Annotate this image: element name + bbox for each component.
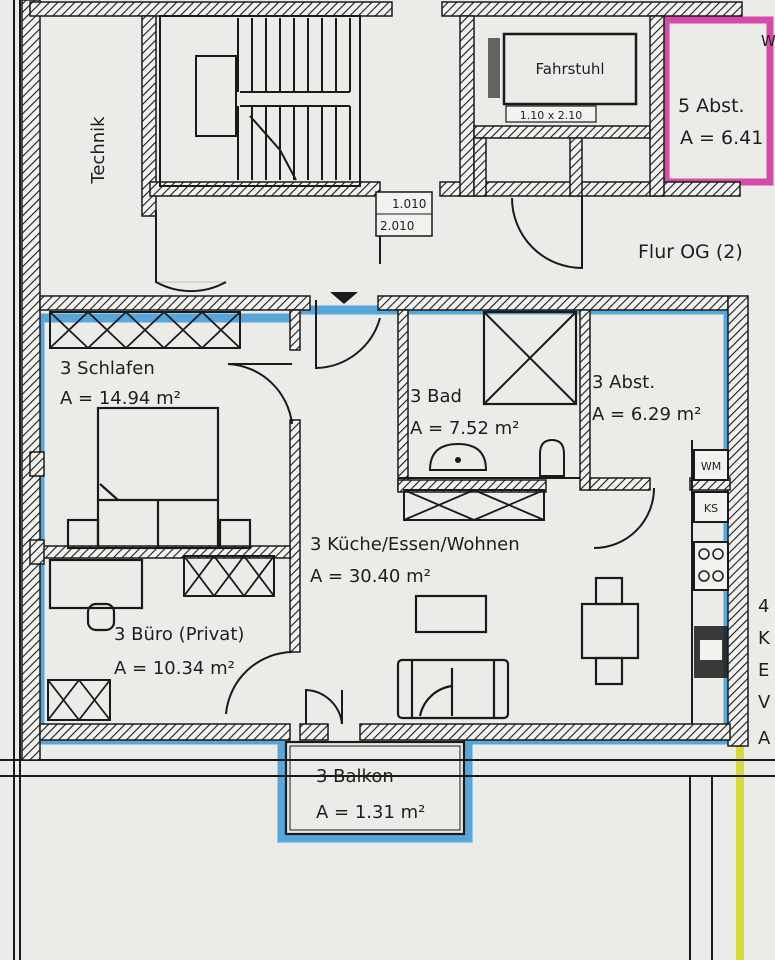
balkon-name: 3 Balkon (316, 766, 394, 787)
abst3-name: 3 Abst. (592, 372, 655, 393)
balcony (284, 740, 466, 836)
windows (47, 311, 545, 721)
fahrstuhl-size: 1.10 x 2.10 (520, 109, 583, 122)
right-fragment-1: K (758, 628, 771, 649)
furniture: WM KS (48, 406, 729, 724)
doors: 1.010 2.010 (155, 191, 655, 725)
right-fragment-4: A (758, 728, 771, 749)
elevator: Fahrstuhl 1.10 x 2.10 (488, 32, 638, 123)
door-size-bottom: 2.010 (380, 219, 414, 233)
bad-name: 3 Bad (410, 386, 462, 407)
fahrstuhl-label: Fahrstuhl (536, 60, 605, 78)
right-fragment-2: E (758, 660, 769, 681)
top-right-fragment: W (761, 32, 775, 50)
abst5-area: A = 6.41 (680, 127, 763, 149)
door-size-top: 1.010 (392, 197, 426, 211)
buero-area: A = 10.34 m² (114, 658, 235, 679)
entrance-marker-icon (330, 292, 358, 304)
schlafen-name: 3 Schlafen (60, 358, 155, 379)
bad-area: A = 7.52 m² (410, 418, 519, 439)
abst3-area: A = 6.29 m² (592, 404, 701, 425)
right-fragment-0: 4 (758, 596, 769, 617)
schlafen-area: A = 14.94 m² (60, 388, 181, 409)
abst5-name: 5 Abst. (678, 95, 745, 117)
flur-label: Flur OG (2) (638, 241, 743, 263)
technik-label: Technik (88, 116, 109, 185)
right-fragment-3: V (758, 692, 771, 713)
kueche-name: 3 Küche/Essen/Wohnen (310, 534, 520, 555)
washing-machine-label: WM (701, 460, 721, 473)
buero-name: 3 Büro (Privat) (114, 624, 244, 645)
unit-5-outline (662, 16, 774, 186)
bathroom-fixtures (398, 310, 580, 479)
staircase (159, 15, 361, 187)
fridge-label: KS (704, 502, 718, 515)
kueche-area: A = 30.40 m² (310, 566, 431, 587)
balkon-area: A = 1.31 m² (316, 802, 425, 823)
room-labels: Technik 5 Abst. A = 6.41 W Flur OG (2) 3… (60, 32, 775, 823)
